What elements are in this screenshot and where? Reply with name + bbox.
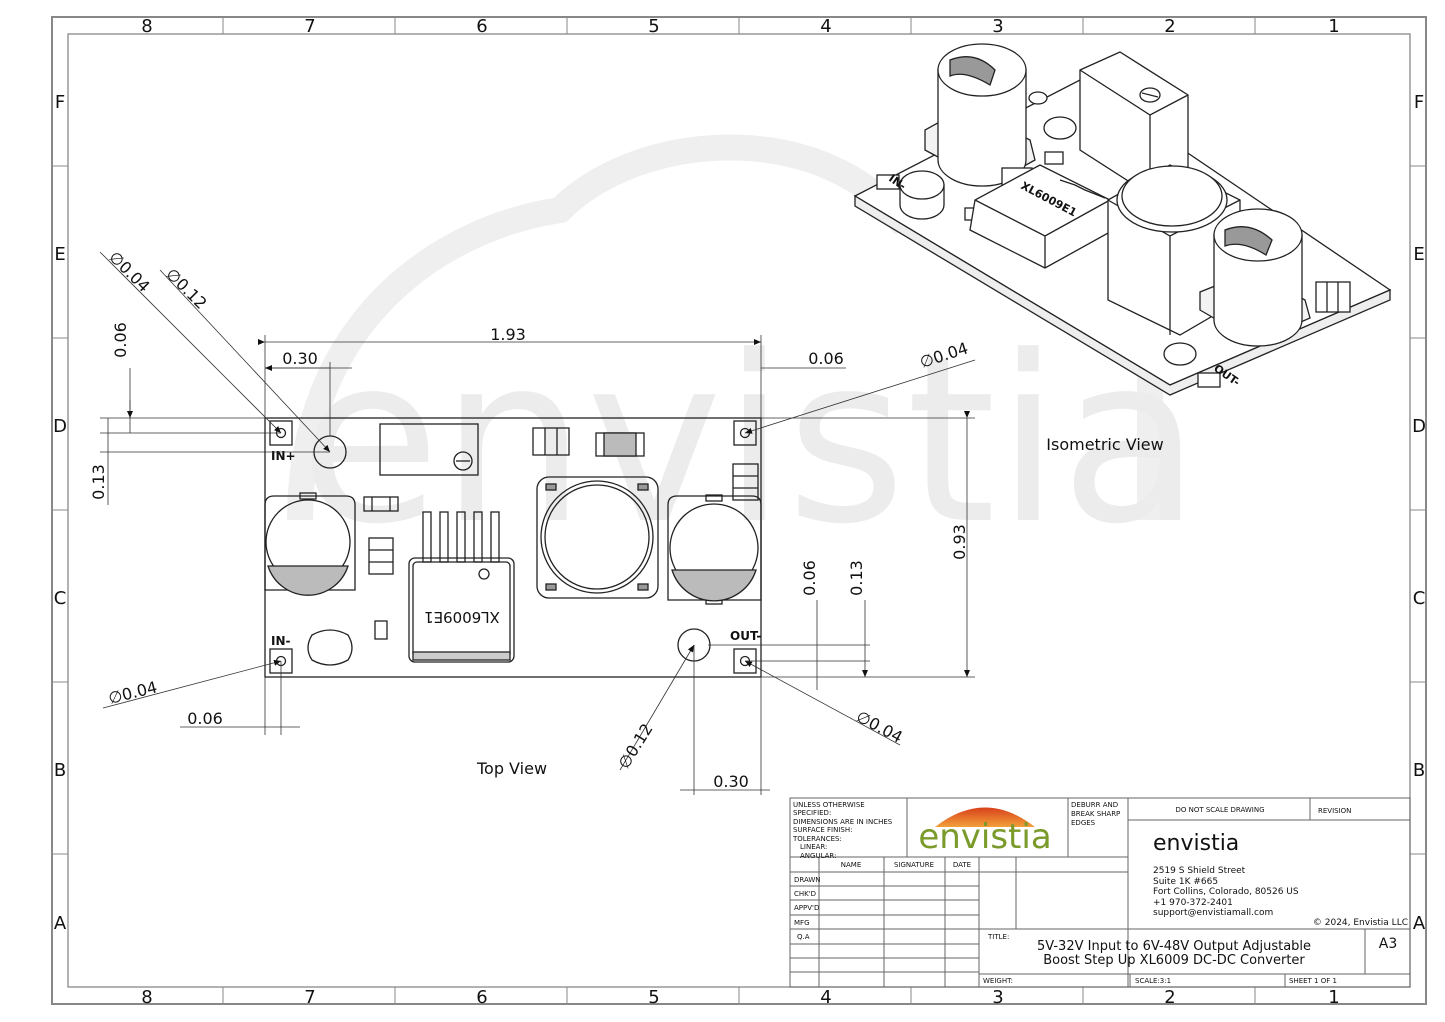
top-view-label: Top View: [476, 759, 547, 778]
row-mfg: MFG: [794, 919, 810, 927]
col-bottom-4: 4: [820, 987, 831, 1008]
chip-marking: XL6009E1: [424, 608, 500, 626]
row-right-F: F: [1414, 92, 1424, 113]
do-not-scale: DO NOT SCALE DRAWING: [1175, 806, 1264, 814]
dim-dia-small-bottom-right: ∅0.04: [853, 707, 906, 747]
deburr-line-3: EDGES: [1071, 819, 1096, 827]
row-drawn: DRAWN: [794, 876, 821, 884]
dim-dia-small-bottom-left: ∅0.04: [106, 677, 159, 707]
dim-dia-large-top-left: ∅0.12: [162, 264, 210, 312]
copyright: © 2024, Envistia LLC: [1313, 918, 1408, 928]
col-bottom-7: 7: [304, 987, 315, 1008]
address-line-5: support@envistiamall.com: [1153, 908, 1273, 918]
col-name: NAME: [841, 861, 862, 869]
zone-labels: 8 7 6 5 4 3 2 1 8 7 6 5 4 3 2 1 F E D C …: [53, 16, 1426, 1008]
isometric-view-label: Isometric View: [1046, 435, 1163, 454]
col-top-8: 8: [141, 16, 152, 37]
col-top-6: 6: [476, 16, 487, 37]
col-bottom-8: 8: [141, 987, 152, 1008]
note-line-7: ANGULAR:: [800, 852, 836, 860]
dim-dia-large-bottom-right: ∅0.12: [614, 720, 656, 772]
row-left-B: B: [54, 760, 66, 781]
note-line-3: DIMENSIONS ARE IN INCHES: [793, 818, 893, 826]
weight-label: WEIGHT:: [983, 977, 1013, 985]
col-top-2: 2: [1164, 16, 1175, 37]
note-line-4: SURFACE FINISH:: [793, 826, 852, 834]
dim-overall-height: 0.93: [950, 524, 969, 560]
row-right-B: B: [1413, 760, 1425, 781]
col-top-4: 4: [820, 16, 831, 37]
title-line-2: Boost Step Up XL6009 DC-DC Converter: [1043, 953, 1305, 968]
revision-label: REVISION: [1318, 807, 1351, 815]
row-qa: Q.A: [797, 933, 810, 941]
note-line-6: LINEAR:: [800, 843, 827, 851]
label-in-plus: IN+: [271, 449, 296, 463]
row-right-E: E: [1413, 244, 1424, 265]
col-signature: SIGNATURE: [894, 861, 934, 869]
dim-hole-offset-top: 0.30: [282, 349, 318, 368]
sheet-frame: [51, 16, 1427, 1005]
row-approved: APPV'D: [794, 904, 819, 912]
sheet-label: SHEET 1 OF 1: [1289, 977, 1337, 985]
sheet-size: A3: [1379, 936, 1397, 952]
deburr-line-2: BREAK SHARP: [1071, 810, 1120, 818]
dim-overall-width: 1.93: [490, 325, 526, 344]
dim-pad-offset-top-right: 0.06: [808, 349, 844, 368]
col-bottom-2: 2: [1164, 987, 1175, 1008]
title-label: TITLE:: [987, 933, 1009, 941]
note-line-2: SPECIFIED:: [793, 809, 831, 817]
label-out-minus: OUT-: [730, 629, 761, 643]
row-right-D: D: [1412, 416, 1426, 437]
row-left-F: F: [55, 92, 65, 113]
company-logo: envistia: [918, 807, 1052, 857]
company-address: 2519 S Shield Street Suite 1K #665 Fort …: [1153, 866, 1408, 928]
address-line-1: 2519 S Shield Street: [1153, 866, 1246, 876]
note-line-1: UNLESS OTHERWISE: [793, 801, 865, 809]
row-left-C: C: [54, 588, 67, 609]
col-date: DATE: [953, 861, 971, 869]
address-line-4: +1 970-372-2401: [1153, 898, 1233, 908]
col-bottom-3: 3: [992, 987, 1003, 1008]
top-view-pcb: [264, 417, 762, 678]
drawing-title: 5V-32V Input to 6V-48V Output Adjustable…: [1037, 936, 1397, 968]
logo-text: envistia: [918, 817, 1051, 857]
col-top-1: 1: [1328, 16, 1339, 37]
dim-pad-offset-bottom-left: 0.06: [187, 709, 223, 728]
col-bottom-6: 6: [476, 987, 487, 1008]
col-top-5: 5: [648, 16, 659, 37]
title-block-notes: UNLESS OTHERWISE SPECIFIED: DIMENSIONS A…: [792, 801, 1351, 985]
address-line-2: Suite 1K #665: [1153, 877, 1218, 887]
address-line-3: Fort Collins, Colorado, 80526 US: [1153, 887, 1299, 897]
dim-pad-offset-left: 0.06: [111, 322, 130, 358]
dimension-lines: [99, 251, 976, 795]
watermark-text: envistia: [299, 308, 1201, 575]
row-left-E: E: [54, 244, 65, 265]
row-checked: CHK'D: [794, 890, 816, 898]
dim-hole-offset-left: 0.13: [89, 464, 108, 500]
scale-label: SCALE:3:1: [1135, 977, 1171, 985]
pcb-labels: IN+ IN- OUT-: [271, 449, 761, 648]
dim-dia-small-top-left: ∅0.04: [105, 247, 153, 295]
col-top-7: 7: [304, 16, 315, 37]
row-right-C: C: [1413, 588, 1426, 609]
pad-top-right: [733, 420, 757, 446]
note-line-5: TOLERANCES:: [792, 835, 842, 843]
row-left-A: A: [54, 913, 67, 934]
dim-hole-offset-right: 0.13: [847, 560, 866, 596]
col-bottom-5: 5: [648, 987, 659, 1008]
row-left-D: D: [53, 416, 67, 437]
col-top-3: 3: [992, 16, 1003, 37]
deburr-line-1: DEBURR AND: [1071, 801, 1118, 809]
title-line-1: 5V-32V Input to 6V-48V Output Adjustable: [1037, 939, 1311, 954]
dim-hole-offset-bottom: 0.30: [713, 772, 749, 791]
company-name: envistia: [1153, 831, 1239, 856]
dim-pad-offset-right: 0.06: [800, 560, 819, 596]
row-right-A: A: [1413, 913, 1426, 934]
isometric-view: [853, 43, 1392, 396]
label-in-minus: IN-: [271, 634, 291, 648]
col-bottom-1: 1: [1328, 987, 1339, 1008]
title-block: [789, 797, 1411, 988]
